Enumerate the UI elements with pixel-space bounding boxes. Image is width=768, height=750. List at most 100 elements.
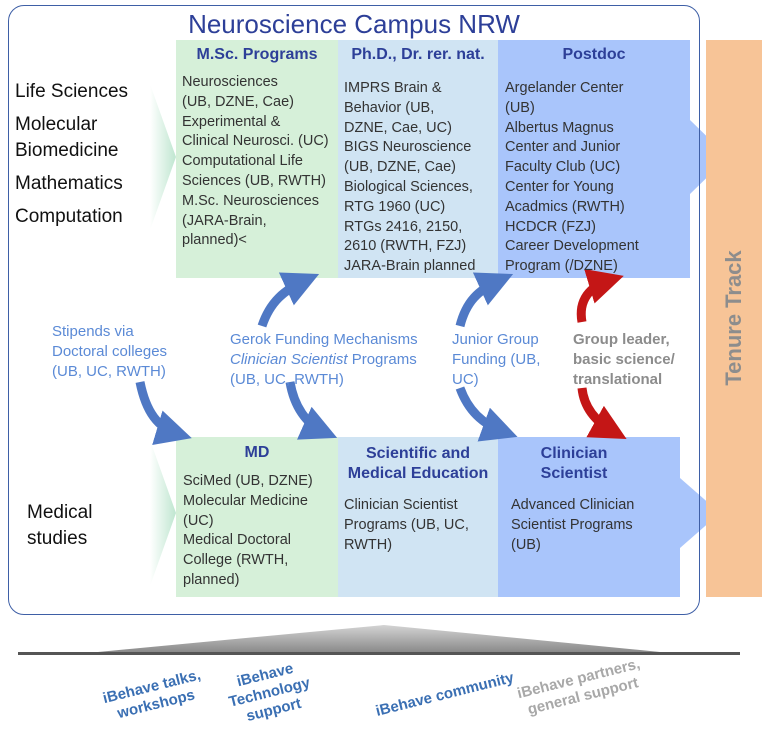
list-item: Career Development [505, 238, 639, 255]
tenure-track-bar [706, 40, 762, 597]
phd-block [338, 40, 498, 278]
education-heading-line: Medical Education [347, 465, 489, 482]
list-item: (JARA-Brain, [182, 212, 267, 229]
ibehave-base-triangle [98, 625, 660, 652]
label-life-sciences: Life Sciences [15, 81, 129, 102]
label-studies: studies [27, 528, 88, 549]
list-item: M.Sc. Neurosciences [182, 192, 319, 209]
list-item: 2610 (RWTH, FZJ) [344, 238, 467, 255]
stipends-line: Stipends via [52, 323, 134, 340]
clinician-scientist-list: Advanced Clinician Scientist Programs (U… [511, 496, 634, 555]
gerok-label: Gerok Funding Mechanisms Clinician Scien… [230, 330, 418, 390]
label-medical: Medical [27, 502, 93, 523]
md-list: SciMed (UB, DZNE) Molecular Medicine (UC… [183, 472, 313, 591]
msc-list: Neurosciences (UB, DZNE, Cae) Experiment… [182, 73, 329, 251]
list-item: Clinician Scientist [344, 497, 458, 513]
clinician-scientist-heading: Clinician Scientist [498, 444, 650, 484]
list-item: Program (/DZNE) [505, 258, 618, 275]
list-item: Center for Young [505, 178, 614, 195]
list-item: College (RWTH, [183, 552, 289, 569]
list-item: Medical Doctoral [183, 532, 291, 549]
junior-down-arrow [455, 386, 518, 442]
junior-group-label: Junior Group Funding (UB, UC) [452, 330, 540, 390]
page-title: Neuroscience Campus NRW [188, 9, 520, 39]
list-item: Molecular Medicine [183, 492, 308, 509]
gerok-italic: Clinician Scientist [230, 351, 348, 368]
education-heading: Scientific and Medical Education [338, 444, 498, 484]
phd-heading: Ph.D., Dr. rer. nat. [351, 46, 485, 63]
postdoc-block [498, 40, 728, 278]
postdoc-list: Argelander Center (UB) Albertus Magnus C… [505, 79, 639, 277]
gerok-line: Clinician Scientist Programs [230, 350, 418, 370]
list-item: (UB) [505, 99, 535, 116]
label-computation: Computation [15, 206, 123, 227]
label-molecular: Molecular [15, 114, 98, 135]
list-item: Biological Sciences, [344, 178, 473, 195]
list-item: planned)< [182, 232, 247, 249]
list-item: (UC) [183, 512, 214, 529]
list-item: Albertus Magnus [505, 119, 614, 136]
group-leader-label: Group leader, basic science/ translation… [573, 330, 675, 390]
group-leader-line: basic science/ [573, 351, 675, 368]
list-item: Acadmics (RWTH) [505, 198, 625, 215]
junior-line: UC) [452, 371, 479, 388]
stipends-line: Doctoral colleges [52, 343, 168, 360]
list-item: DZNE, Cae, UC) [344, 119, 452, 136]
stipends-label: Stipends via Doctoral colleges (UB, UC, … [52, 322, 167, 382]
bottom-entry-arrow [150, 440, 176, 586]
clinician-heading-line: Clinician [540, 445, 608, 462]
list-item: IMPRS Brain & [344, 80, 442, 96]
list-item: RWTH) [344, 536, 393, 553]
list-item: SciMed (UB, DZNE) [183, 473, 313, 489]
ibehave-base-bar [18, 652, 740, 655]
list-item: Clinical Neurosci. (UC) [182, 133, 329, 150]
msc-block [176, 40, 338, 278]
gerok-line: Gerok Funding Mechanisms [230, 331, 418, 348]
list-item: HCDCR (FZJ) [505, 218, 597, 235]
stipends-arrow [135, 381, 192, 446]
label-mathematics: Mathematics [15, 173, 123, 194]
top-entry-arrow [150, 84, 176, 230]
list-item: (UB) [511, 536, 541, 553]
gerok-down-arrow [285, 381, 338, 440]
group-leader-line: Group leader, [573, 331, 670, 348]
list-item: Programs (UB, UC, [344, 516, 469, 533]
group-leader-line: translational [573, 371, 663, 388]
list-item: BIGS Neuroscience [344, 139, 472, 156]
tenure-track-label: Tenure Track [721, 250, 746, 386]
list-item: Computational Life [182, 153, 303, 170]
list-item: Advanced Clinician [511, 497, 635, 513]
list-item: (UB, DZNE, Cae) [344, 159, 456, 176]
postdoc-heading: Postdoc [562, 46, 626, 63]
md-block [176, 437, 338, 597]
list-item: RTG 1960 (UC) [344, 198, 446, 215]
group-leader-down-arrow [577, 387, 627, 439]
clinician-scientist-block [498, 437, 720, 597]
campus-frame [8, 5, 700, 615]
label-biomedicine: Biomedicine [15, 140, 119, 161]
list-item: Behavior (UB, [344, 99, 435, 116]
label-medical-studies: Medical studies [27, 500, 92, 552]
list-item: JARA-Brain planned [344, 258, 476, 275]
gerok-suffix: Programs [347, 351, 417, 368]
list-item: Neurosciences [182, 74, 278, 90]
junior-up-arrow [455, 272, 514, 328]
gerok-line: (UB, UC, RWTH) [230, 371, 344, 388]
md-heading: MD [244, 444, 270, 461]
msc-heading: M.Sc. Programs [196, 46, 318, 63]
group-leader-up-arrow [576, 268, 624, 323]
list-item: (UB, DZNE, Cae) [182, 93, 294, 110]
junior-line: Junior Group [452, 331, 539, 348]
education-block [338, 437, 498, 597]
gerok-up-arrow [257, 272, 320, 328]
list-item: planned) [183, 571, 240, 588]
stipends-line: (UB, UC, RWTH) [52, 363, 166, 380]
education-heading-line: Scientific and [365, 445, 471, 462]
list-item: Center and Junior [505, 139, 621, 156]
list-item: RTGs 2416, 2150, [344, 218, 463, 235]
list-item: Argelander Center [505, 80, 624, 96]
junior-line: Funding (UB, [452, 351, 541, 368]
list-item: Sciences (UB, RWTH) [182, 172, 326, 189]
list-item: Scientist Programs [511, 516, 633, 533]
